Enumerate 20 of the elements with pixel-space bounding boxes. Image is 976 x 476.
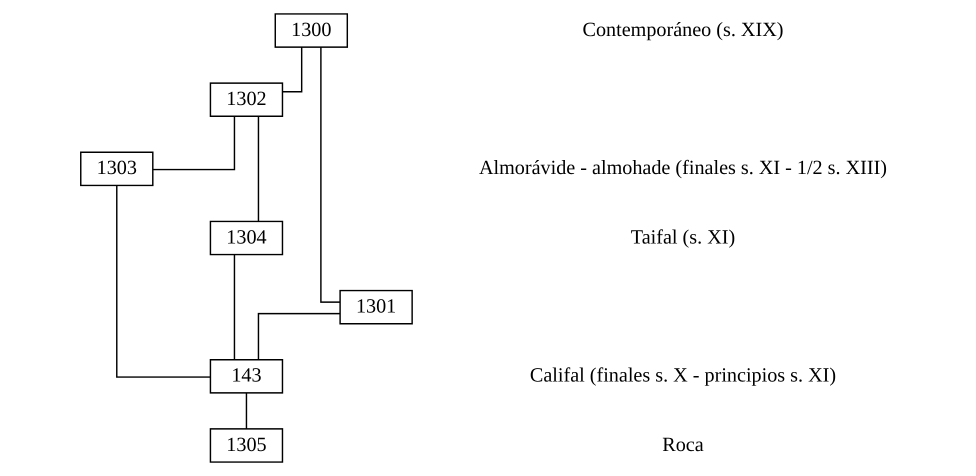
connector	[282, 47, 302, 92]
connector	[233, 254, 235, 360]
label: Roca	[662, 434, 704, 456]
node-box: 143	[209, 359, 283, 394]
node-box: 1303	[80, 152, 154, 186]
node-box: 1300	[274, 13, 348, 48]
node-box: 1302	[209, 82, 283, 117]
label: Taifal (s. XI)	[630, 226, 735, 248]
node-box: 1304	[209, 220, 283, 256]
label: Contemporáneo (s. XIX)	[582, 18, 783, 41]
node-box: 1305	[209, 428, 283, 463]
connector	[320, 47, 340, 303]
connector	[116, 186, 210, 378]
connector	[257, 116, 259, 222]
connector	[245, 393, 247, 429]
node-box: 1301	[338, 290, 412, 324]
label: Almorávide - almohade (finales s. XI - 1/2 s. XIII)	[478, 157, 887, 180]
label: Califal (finales s. X - principios s. XI)	[529, 364, 836, 387]
connector	[257, 312, 340, 360]
connector	[152, 116, 235, 170]
